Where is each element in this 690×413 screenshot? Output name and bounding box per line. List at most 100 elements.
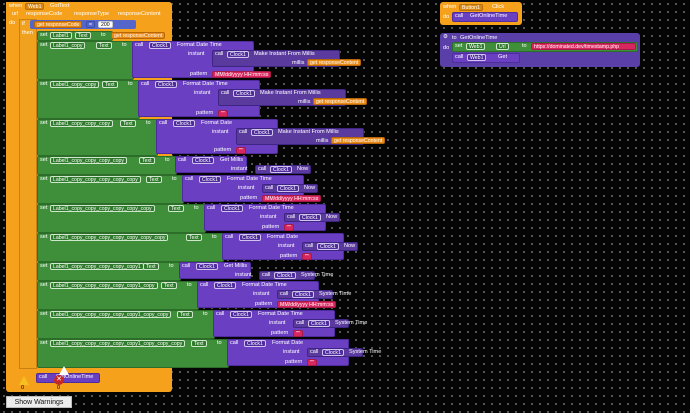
label-prop-dropdown-6[interactable]: Text xyxy=(168,205,184,212)
clock-component-3[interactable]: Clock1 xyxy=(173,120,195,127)
clock-component-4[interactable]: Clock1 xyxy=(192,157,214,164)
pattern-value-1[interactable]: MM/dd/yyyy HH:mm:ss xyxy=(212,71,272,78)
warning-icon[interactable] xyxy=(19,376,29,385)
param-response-content[interactable]: responseContent xyxy=(118,11,161,17)
call-label: call xyxy=(39,374,48,380)
inner-clock-component-9[interactable]: Clock1 xyxy=(292,291,314,298)
error-icon[interactable]: ✕ xyxy=(54,375,64,385)
call-label-5: call xyxy=(185,176,194,182)
label-prop-dropdown-1[interactable]: Text xyxy=(96,42,112,49)
clock-component-9[interactable]: Clock1 xyxy=(214,282,236,289)
proc-do-label: do xyxy=(443,45,450,51)
inner-method-7: Now xyxy=(344,243,356,249)
inner-clock-component-10[interactable]: Clock1 xyxy=(308,320,330,327)
label-prop-dropdown-3[interactable]: Text xyxy=(120,120,136,127)
proc-gear-icon[interactable]: ⚙ xyxy=(443,34,449,40)
label-component-dropdown-1[interactable]: Label1_copy xyxy=(50,42,86,49)
label-component-dropdown-8[interactable]: Label1_copy_copy_copy_copy_copy1 xyxy=(50,263,144,270)
label-prop-dropdown-2[interactable]: Text xyxy=(102,81,118,88)
label-prop-dropdown-9[interactable]: Text xyxy=(161,282,177,289)
proc-name-field[interactable]: GetOnlineTime xyxy=(460,35,498,41)
millis-getter-2[interactable]: get responseContent xyxy=(313,98,368,105)
inner-clock-component-11[interactable]: Clock1 xyxy=(322,349,344,356)
millis-getter-3[interactable]: get responseContent xyxy=(331,137,386,144)
call-label-11: call xyxy=(230,340,239,346)
instant-label-11: instant xyxy=(283,349,300,355)
condition-get[interactable]: get responseCode xyxy=(34,21,83,28)
inner-call-label-2: call xyxy=(221,90,230,96)
to-label-9: to xyxy=(187,282,192,288)
label-component-dropdown-3[interactable]: Label1_copy_copy_copy xyxy=(50,120,114,127)
inner-clock-component-4[interactable]: Clock1 xyxy=(270,166,292,173)
button-do-label: do xyxy=(443,14,450,20)
clock-component-1[interactable]: Clock1 xyxy=(149,42,171,49)
label-component-dropdown-2[interactable]: Label1_copy_copy xyxy=(50,81,100,88)
call-label-4: call xyxy=(178,157,187,163)
millis-getter-1[interactable]: get responseContent xyxy=(307,59,362,66)
inner-method-3: Make Instant From Millis xyxy=(278,129,339,135)
inner-clock-component-3[interactable]: Clock1 xyxy=(251,129,273,136)
pattern-value-5[interactable]: MM/dd/yyyy HH:mm:ss xyxy=(262,195,322,202)
inner-clock-component-2[interactable]: Clock1 xyxy=(233,90,255,97)
millis-get-label: get xyxy=(310,60,318,66)
pattern-value-10[interactable]: "" xyxy=(293,330,303,337)
url-text-value[interactable]: https://dominated.dev/timestamp.php xyxy=(531,43,636,50)
button-call-getonlinetime[interactable] xyxy=(452,12,518,22)
collapse-arrow-icon[interactable] xyxy=(59,366,69,375)
pattern-value-3[interactable]: "" xyxy=(236,147,246,154)
set-web1-prop[interactable]: Url xyxy=(496,43,509,50)
clock-component-2[interactable]: Clock1 xyxy=(155,81,177,88)
clock-component-10[interactable]: Clock1 xyxy=(230,311,252,318)
inner-clock-component-6[interactable]: Clock1 xyxy=(299,214,321,221)
button1-component-dropdown[interactable]: Button1 xyxy=(459,4,483,11)
label-prop-dropdown-10[interactable]: Text xyxy=(177,311,193,318)
param-response-type[interactable]: responseType xyxy=(74,11,110,17)
pattern-value-11[interactable]: "" xyxy=(307,359,317,366)
inner-clock-component-1[interactable]: Clock1 xyxy=(227,51,249,58)
call-label-7: call xyxy=(225,234,234,240)
pattern-value-7[interactable]: "" xyxy=(302,253,312,260)
label-component-dropdown-10[interactable]: Label1_copy_copy_copy_copy_copy1_copy_co… xyxy=(50,311,172,318)
inner-clock-component-8[interactable]: Clock1 xyxy=(274,272,296,279)
compare-block[interactable] xyxy=(30,20,136,29)
pattern-value-9[interactable]: MM/dd/yyyy HH:mm:ss xyxy=(277,301,337,308)
inner-clock-component-7[interactable]: Clock1 xyxy=(317,243,339,250)
set-label-5: set xyxy=(40,176,48,182)
label-prop-dropdown-11[interactable]: Text xyxy=(191,340,207,347)
label-prop-dropdown-8[interactable]: Text xyxy=(143,263,159,270)
instant-label-1: instant xyxy=(188,51,205,57)
pattern-value-6[interactable]: "" xyxy=(284,224,294,231)
call-label-3: call xyxy=(159,120,168,126)
label-component-dropdown-6[interactable]: Label1_copy_copy_copy_copy_copy_copy xyxy=(50,205,155,212)
condition-var: responseCode xyxy=(45,22,80,28)
inner-clock-component-5[interactable]: Clock1 xyxy=(277,185,299,192)
label-prop-dropdown-7[interactable]: Text xyxy=(186,234,202,241)
condition-value[interactable]: 200 xyxy=(98,21,113,28)
response-content-getter-0[interactable]: get responseContent xyxy=(111,32,166,39)
label-component-dropdown-0[interactable]: Label1 xyxy=(50,32,72,39)
label-component-dropdown-11[interactable]: Label1_copy_copy_copy_copy_copy1_copy_co… xyxy=(50,340,186,347)
condition-op[interactable]: = xyxy=(86,21,96,28)
show-warnings-button[interactable]: Show Warnings xyxy=(6,396,72,408)
label-prop-dropdown-0[interactable]: Text xyxy=(75,32,91,39)
clock-component-6[interactable]: Clock1 xyxy=(221,205,243,212)
label-component-dropdown-4[interactable]: Label1_copy_copy_copy_copy xyxy=(50,157,127,164)
button-event-name: Click xyxy=(492,4,505,10)
clock-component-8[interactable]: Clock1 xyxy=(196,263,218,270)
clock-component-11[interactable]: Clock1 xyxy=(244,340,266,347)
param-response-code[interactable]: responseCode xyxy=(26,11,63,17)
call-web1-component[interactable]: Web1 xyxy=(467,54,487,61)
web1-component-dropdown[interactable]: Web1 xyxy=(25,3,45,10)
param-url[interactable]: url xyxy=(12,11,19,17)
label-prop-dropdown-4[interactable]: Text xyxy=(139,157,155,164)
clock-component-5[interactable]: Clock1 xyxy=(199,176,221,183)
label-component-dropdown-5[interactable]: Label1_copy_copy_copy_copy_copy xyxy=(50,176,141,183)
label-component-dropdown-9[interactable]: Label1_copy_copy_copy_copy_copy1_copy xyxy=(50,282,158,289)
pattern-value-2[interactable]: "" xyxy=(218,110,228,117)
label-component-dropdown-7[interactable]: Label1_copy_copy_copy_copy_copy_copy_cop… xyxy=(50,234,169,241)
clock-component-7[interactable]: Clock1 xyxy=(239,234,261,241)
label-prop-dropdown-5[interactable]: Text xyxy=(146,176,162,183)
pattern-label-9: pattern xyxy=(255,301,273,307)
if-block[interactable] xyxy=(19,19,37,369)
set-web1-component[interactable]: Web1 xyxy=(466,43,486,50)
